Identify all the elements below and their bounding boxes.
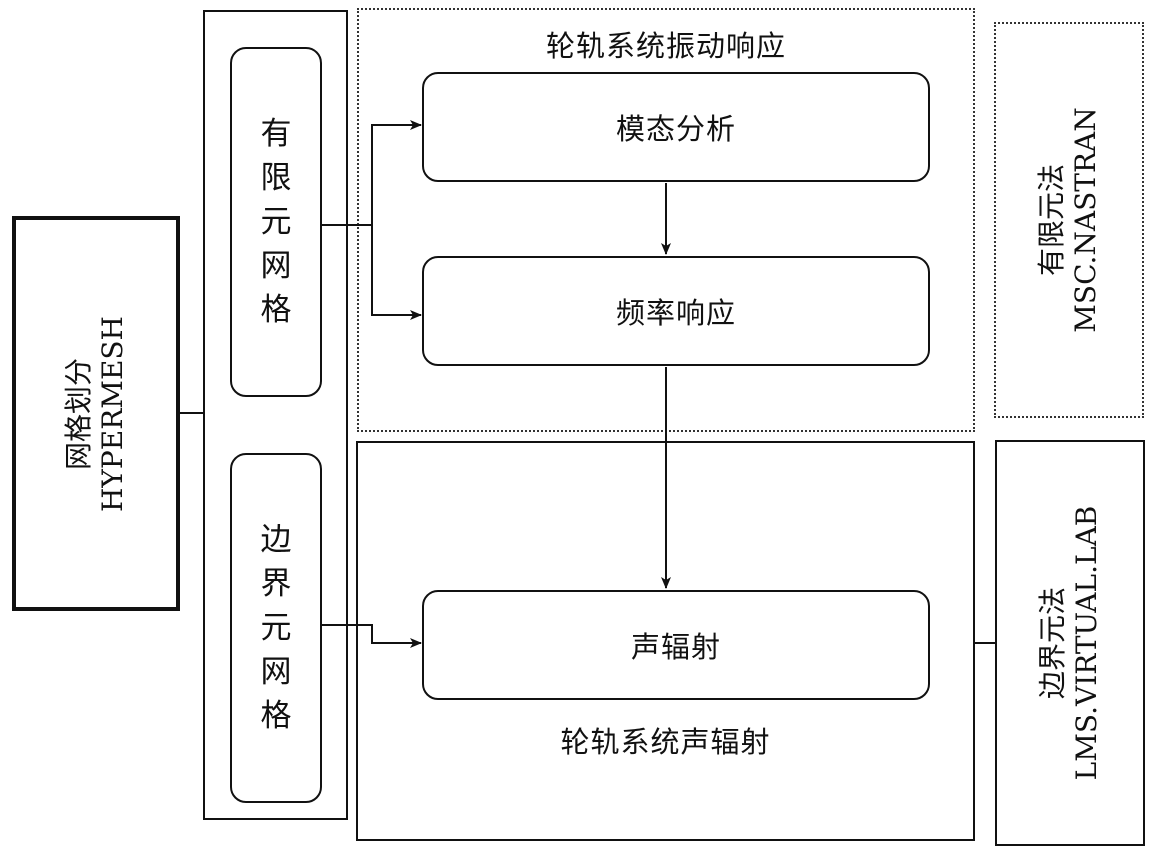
bem-mesh-box: 边 界 元 网 格 [230,453,322,803]
bem-mesh-label: 边 界 元 网 格 [260,522,292,734]
sound-radiation-box: 声辐射 [422,590,930,700]
bem-method-box [995,440,1145,846]
mesh-type-container [203,10,348,820]
fem-to-frequency-arrow [371,225,422,320]
fem-mesh-label: 有 限 元 网 格 [260,116,292,328]
fem-to-modal-arrow [322,120,422,226]
bem-to-radiation-arrow [322,624,422,648]
modal-analysis-box: 模态分析 [422,72,930,182]
fem-method-box [994,22,1144,418]
fem-mesh-box: 有 限 元 网 格 [230,47,322,397]
acoustic-radiation-title: 轮轨系统声辐射 [560,725,771,759]
frequency-response-box: 频率响应 [422,256,930,366]
mesh-division-box [12,216,180,611]
vibration-response-title: 轮轨系统振动响应 [545,29,786,63]
